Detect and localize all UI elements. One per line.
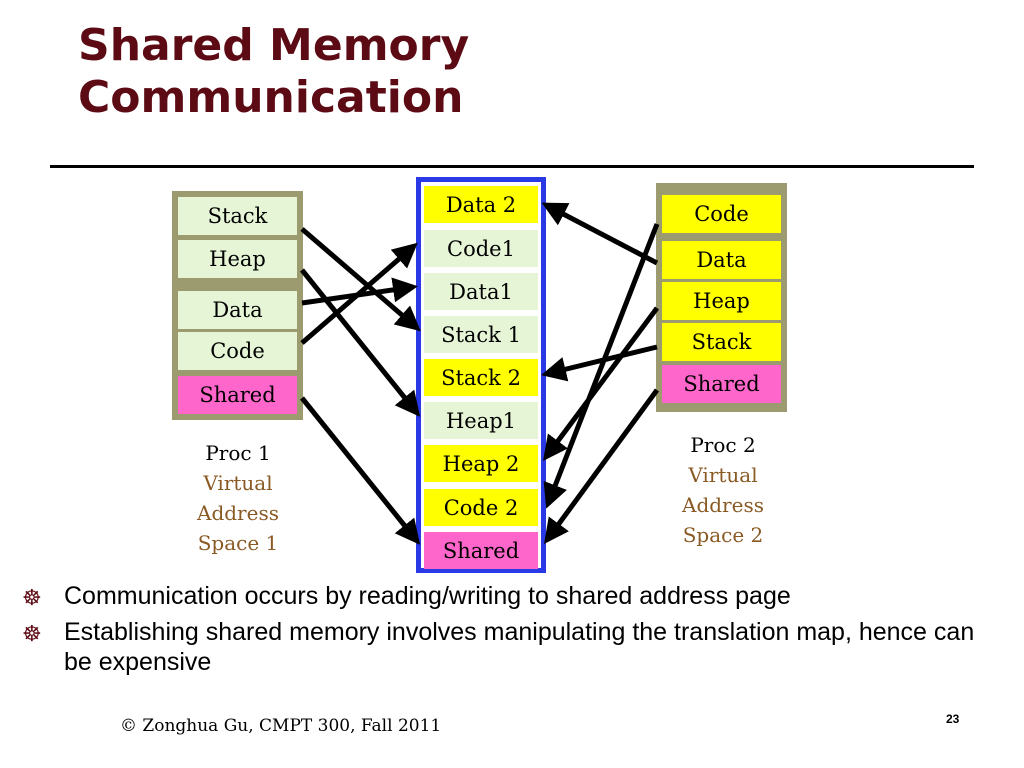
proc2-label-line2: Virtual	[688, 463, 758, 487]
dharma-wheel-icon: ☸	[22, 621, 42, 646]
arrow-proc1-code-to-code1	[300, 242, 418, 345]
phys-heap2-segment: Heap 2	[424, 445, 538, 482]
proc1-label-name: Proc 1	[205, 441, 271, 465]
proc2-address-space: Code Data Heap Stack Shared	[656, 183, 787, 412]
slide-footer: © Zonghua Gu, CMPT 300, Fall 2011	[120, 716, 442, 736]
page-number: 23	[946, 712, 960, 726]
arrow-proc1-shared-to-shared	[300, 396, 421, 545]
phys-code2-segment: Code 2	[424, 489, 538, 526]
proc1-code-segment: Code	[178, 332, 297, 370]
arrow-proc2-stack-to-stack2	[541, 344, 658, 382]
proc2-label-line3: Address	[682, 493, 764, 517]
arrow-proc2-heap-to-heap2	[543, 306, 660, 462]
proc1-heap-segment: Heap	[178, 240, 297, 278]
proc2-stack-segment: Stack	[662, 323, 781, 361]
proc2-heap-segment: Heap	[662, 282, 781, 320]
slide-title: Shared Memory Communication	[78, 20, 469, 124]
bullet-item: ☸ Communication occurs by reading/writin…	[18, 581, 988, 611]
proc1-label-line4: Space 1	[197, 531, 279, 555]
bullet-text: Communication occurs by reading/writing …	[64, 582, 791, 610]
arrow-proc2-data-to-data2	[541, 202, 659, 266]
proc1-address-space: Stack Heap Data Code Shared	[172, 191, 303, 420]
phys-data2-segment: Data 2	[424, 186, 538, 223]
physical-memory: Data 2 Code1 Data1 Stack 1 Stack 2 Heap1…	[416, 177, 546, 573]
proc1-label-line2: Virtual	[203, 471, 273, 495]
title-divider	[50, 165, 974, 168]
proc1-shared-segment: Shared	[178, 376, 297, 414]
phys-code1-segment: Code1	[424, 230, 538, 267]
proc2-data-segment: Data	[662, 241, 781, 279]
dharma-wheel-icon: ☸	[22, 585, 42, 610]
proc2-label-line4: Space 2	[682, 523, 764, 547]
proc2-label-name: Proc 2	[690, 433, 756, 457]
phys-stack1-segment: Stack 1	[424, 316, 538, 353]
proc1-stack-segment: Stack	[178, 197, 297, 235]
bullet-list: ☸ Communication occurs by reading/writin…	[18, 581, 988, 683]
phys-data1-segment: Data1	[424, 273, 538, 310]
proc2-shared-segment: Shared	[662, 365, 781, 403]
arrow-proc2-shared-to-shared	[544, 388, 660, 545]
arrow-proc1-heap-to-heap1	[300, 268, 421, 417]
phys-shared-segment: Shared	[424, 532, 538, 569]
proc2-label: Proc 2 Virtual Address Space 2	[663, 430, 783, 550]
proc1-label: Proc 1 Virtual Address Space 1	[178, 438, 298, 558]
title-line-2: Communication	[78, 72, 464, 123]
phys-stack2-segment: Stack 2	[424, 359, 538, 396]
proc2-code-segment: Code	[662, 195, 781, 233]
arrow-proc1-stack-to-stack1	[300, 227, 421, 332]
title-line-1: Shared Memory	[78, 20, 470, 71]
bullet-item: ☸ Establishing shared memory involves ma…	[18, 617, 988, 677]
phys-heap1-segment: Heap1	[424, 402, 538, 439]
proc1-label-line3: Address	[197, 501, 279, 525]
bullet-text: Establishing shared memory involves mani…	[64, 618, 975, 676]
proc1-data-segment: Data	[178, 291, 297, 329]
